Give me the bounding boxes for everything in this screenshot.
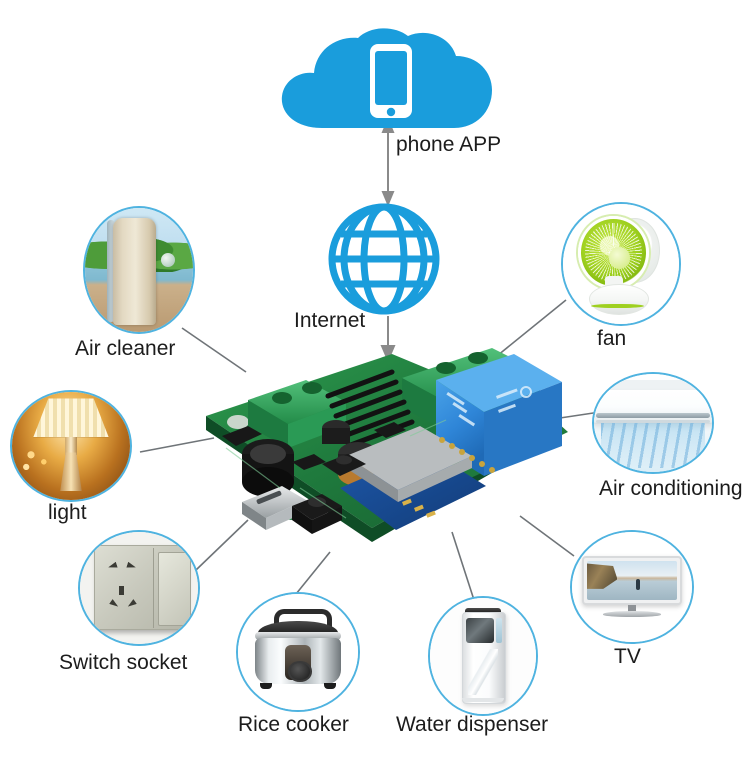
pcb-traces [225,419,447,519]
label-air-conditioning: Air conditioning [599,477,743,500]
device-switch-socket[interactable] [78,530,200,646]
label-tv: TV [614,645,641,668]
pin-header [439,437,495,473]
switch-socket-art [80,532,198,644]
device-rice-cooker[interactable] [236,592,360,712]
capacitors [242,420,350,497]
small-ics [222,422,406,470]
label-air-cleaner: Air cleaner [75,337,176,360]
label-fan: fan [597,327,627,350]
globe-grid-icon [325,200,443,318]
label-switch-socket: Switch socket [59,651,188,674]
cloud-label: phone APP [396,133,502,156]
device-air-cleaner[interactable] [83,206,195,334]
device-tv[interactable] [570,530,694,644]
micro-usb-port [242,486,306,530]
internet-label: Internet [294,309,366,332]
gold-pads [401,498,436,518]
antenna-coil [325,369,415,449]
label-light: light [48,501,87,524]
light-art [12,392,130,500]
rice-cooker-art [238,594,358,710]
cloud-with-smartphone-icon [276,28,500,134]
label-rice-cooker: Rice cooker [238,713,349,736]
label-water-dispenser: Water dispenser [396,713,549,736]
terminal-block-left [248,380,346,448]
device-fan[interactable] [561,202,681,326]
push-buttons [292,454,366,534]
water-dispenser-art [430,598,536,714]
fan-art [563,204,679,324]
device-water-dispenser[interactable] [428,596,538,716]
air-cleaner-art [85,208,193,332]
device-air-conditioning[interactable] [592,372,714,474]
aircon-art [594,374,712,472]
device-light[interactable] [10,390,132,502]
wifi-relay-board[interactable] [196,336,568,572]
tv-art [572,532,692,642]
